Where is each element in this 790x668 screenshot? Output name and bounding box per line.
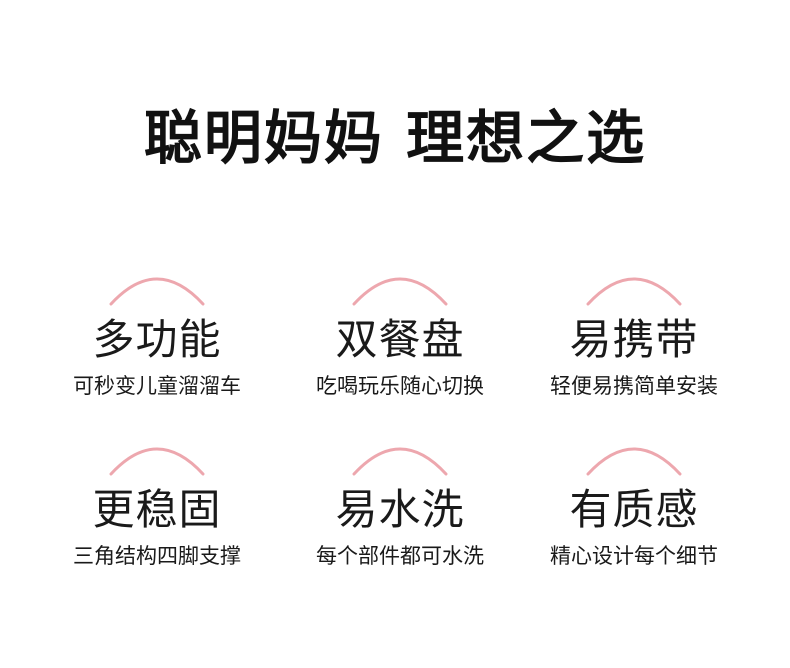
arc-decoration-icon (352, 447, 448, 476)
feature-card-washable: 易水洗 每个部件都可水洗 (280, 438, 520, 588)
feature-subtitle: 精心设计每个细节 (550, 544, 718, 568)
feature-card-double-tray: 双餐盘 吃喝玩乐随心切换 (280, 268, 520, 418)
feature-card-quality: 有质感 精心设计每个细节 (514, 438, 754, 588)
feature-subtitle: 三角结构四脚支撑 (73, 544, 241, 568)
arc-decoration-icon (109, 277, 205, 306)
arc-decoration-icon (586, 277, 682, 306)
feature-subtitle: 轻便易携简单安装 (550, 374, 718, 398)
feature-subtitle: 每个部件都可水洗 (316, 544, 484, 568)
feature-subtitle: 可秒变儿童溜溜车 (73, 374, 241, 398)
arc-decoration-icon (352, 277, 448, 306)
feature-title: 双餐盘 (335, 315, 465, 364)
feature-title: 易携带 (569, 315, 699, 364)
feature-card-portable: 易携带 轻便易携简单安装 (514, 268, 754, 418)
feature-card-stable: 更稳固 三角结构四脚支撑 (37, 438, 277, 588)
feature-title: 易水洗 (335, 485, 465, 534)
feature-title: 有质感 (569, 485, 699, 534)
feature-title: 更稳固 (92, 485, 222, 534)
feature-title: 多功能 (92, 315, 222, 364)
feature-subtitle: 吃喝玩乐随心切换 (316, 374, 484, 398)
feature-card-multifunction: 多功能 可秒变儿童溜溜车 (37, 268, 277, 418)
page-title: 聪明妈妈 理想之选 (143, 104, 647, 172)
arc-decoration-icon (109, 447, 205, 476)
arc-decoration-icon (586, 447, 682, 476)
